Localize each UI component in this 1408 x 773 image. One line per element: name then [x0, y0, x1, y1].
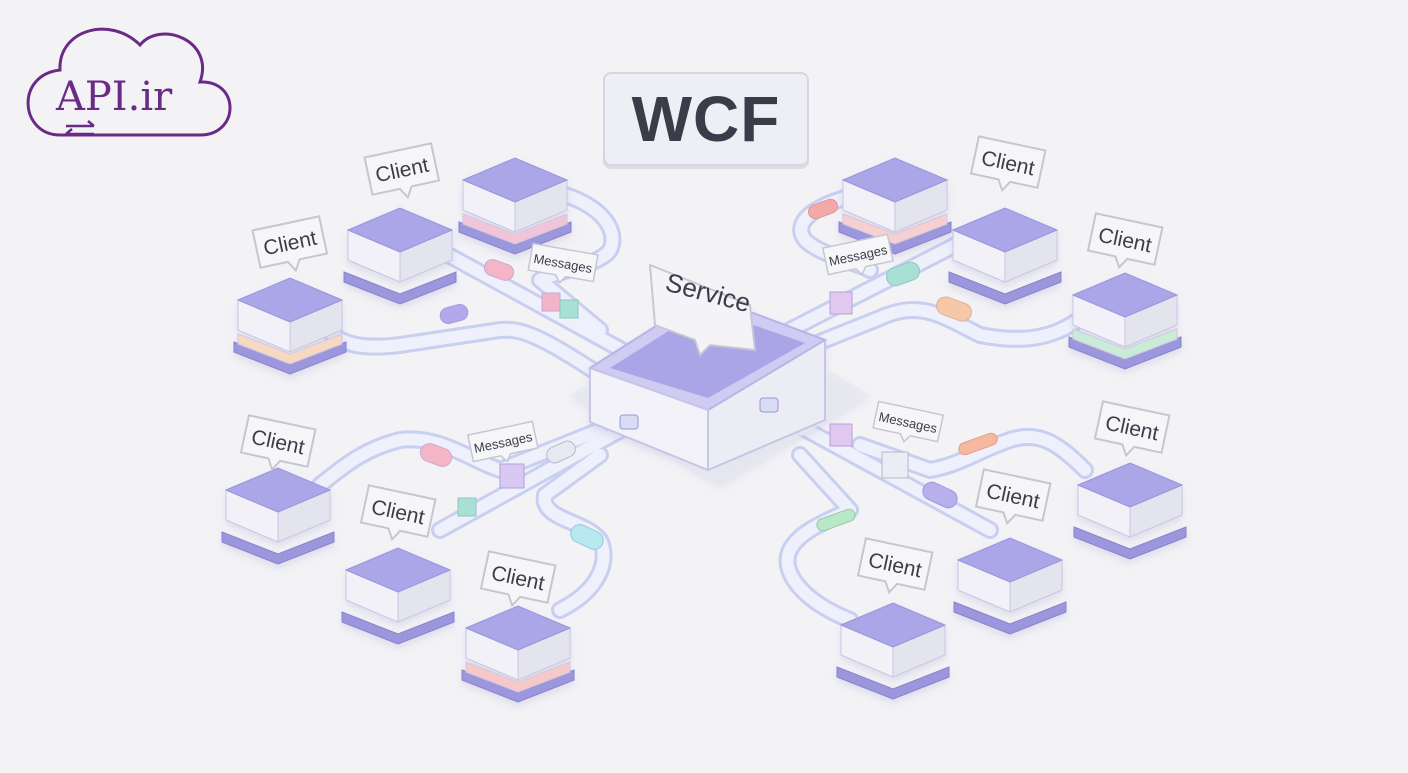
- client-node: [221, 467, 335, 565]
- client-label: Client: [974, 468, 1052, 526]
- packet-capsule: [922, 481, 958, 509]
- packet-cube: [559, 299, 579, 319]
- client-node: [343, 207, 457, 305]
- client-label: Client: [251, 215, 329, 273]
- page-title: WCF: [631, 83, 781, 155]
- client-label: Client: [239, 414, 317, 472]
- title-box: WCF: [603, 72, 809, 166]
- messages-label: Messages: [821, 233, 894, 276]
- client-label: Client: [479, 550, 557, 608]
- packet-cube: [829, 423, 853, 447]
- client-node: [838, 157, 952, 255]
- messages-label: Messages: [466, 420, 539, 463]
- cloud-icon: [26, 27, 232, 137]
- packet-capsule: [546, 440, 576, 464]
- packet-capsule: [483, 259, 515, 281]
- message-packets: [419, 198, 998, 550]
- arrows-exchange-icon: [65, 120, 95, 136]
- logo-text: API.ir: [55, 74, 173, 120]
- client-node: [836, 602, 950, 700]
- client-node: [461, 605, 575, 703]
- service-node: [570, 293, 870, 485]
- messages-label: Messages: [527, 242, 599, 284]
- api-ir-logo: API.ir: [26, 27, 232, 137]
- messages-label: Messages: [872, 400, 945, 443]
- packet-capsule: [816, 508, 856, 532]
- packet-cube: [881, 451, 909, 479]
- packet-capsule: [439, 303, 469, 325]
- client-node: [233, 277, 347, 375]
- client-label: Client: [1093, 400, 1171, 458]
- client-label: Client: [363, 142, 441, 200]
- client-node: [1068, 272, 1182, 370]
- client-node: [458, 157, 572, 255]
- client-label: Client: [969, 135, 1047, 193]
- packet-cube: [541, 292, 561, 312]
- packet-capsule: [936, 296, 972, 322]
- packet-capsule: [570, 524, 604, 550]
- client-node: [948, 207, 1062, 305]
- packet-capsule: [807, 198, 839, 220]
- packet-capsule: [885, 261, 921, 287]
- packet-capsule: [419, 443, 453, 467]
- client-label: Client: [359, 484, 437, 542]
- packet-cube: [457, 497, 477, 517]
- packet-capsule: [958, 432, 998, 456]
- client-label: Client: [1086, 212, 1164, 270]
- client-node: [1073, 462, 1187, 560]
- client-node: [953, 537, 1067, 635]
- client-label: Client: [856, 537, 934, 595]
- client-node: [341, 547, 455, 645]
- packet-cube: [829, 291, 853, 315]
- packet-cube: [499, 463, 525, 489]
